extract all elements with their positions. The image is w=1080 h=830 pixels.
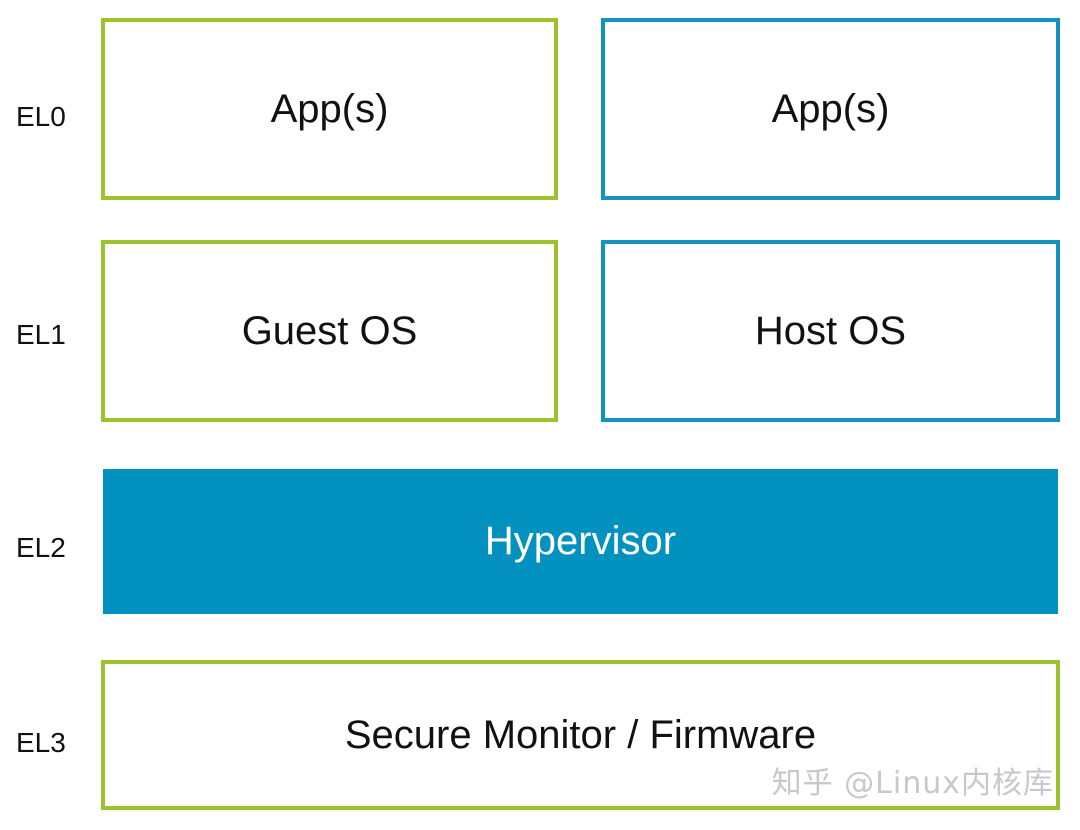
el2-label: EL2 — [16, 532, 66, 563]
host-apps-label: App(s) — [771, 86, 890, 131]
watermark-text: 知乎 @Linux内核库 — [771, 766, 1054, 801]
secure-monitor-label: Secure Monitor / Firmware — [344, 712, 817, 757]
el3-label: EL3 — [16, 727, 66, 758]
el1-label: EL1 — [16, 319, 66, 350]
guest-os-label: Guest OS — [241, 308, 418, 353]
el0-label: EL0 — [16, 101, 66, 132]
guest-apps-box: App(s) — [101, 18, 558, 200]
guest-os-box: Guest OS — [101, 240, 558, 422]
secure-monitor-box: Secure Monitor / Firmware — [101, 660, 1060, 810]
host-os-label: Host OS — [754, 308, 907, 353]
host-apps-box: App(s) — [601, 18, 1060, 200]
hypervisor-label: Hypervisor — [484, 519, 677, 563]
guest-apps-label: App(s) — [270, 86, 389, 131]
hypervisor-box: Hypervisor — [103, 469, 1058, 614]
host-os-box: Host OS — [601, 240, 1060, 422]
